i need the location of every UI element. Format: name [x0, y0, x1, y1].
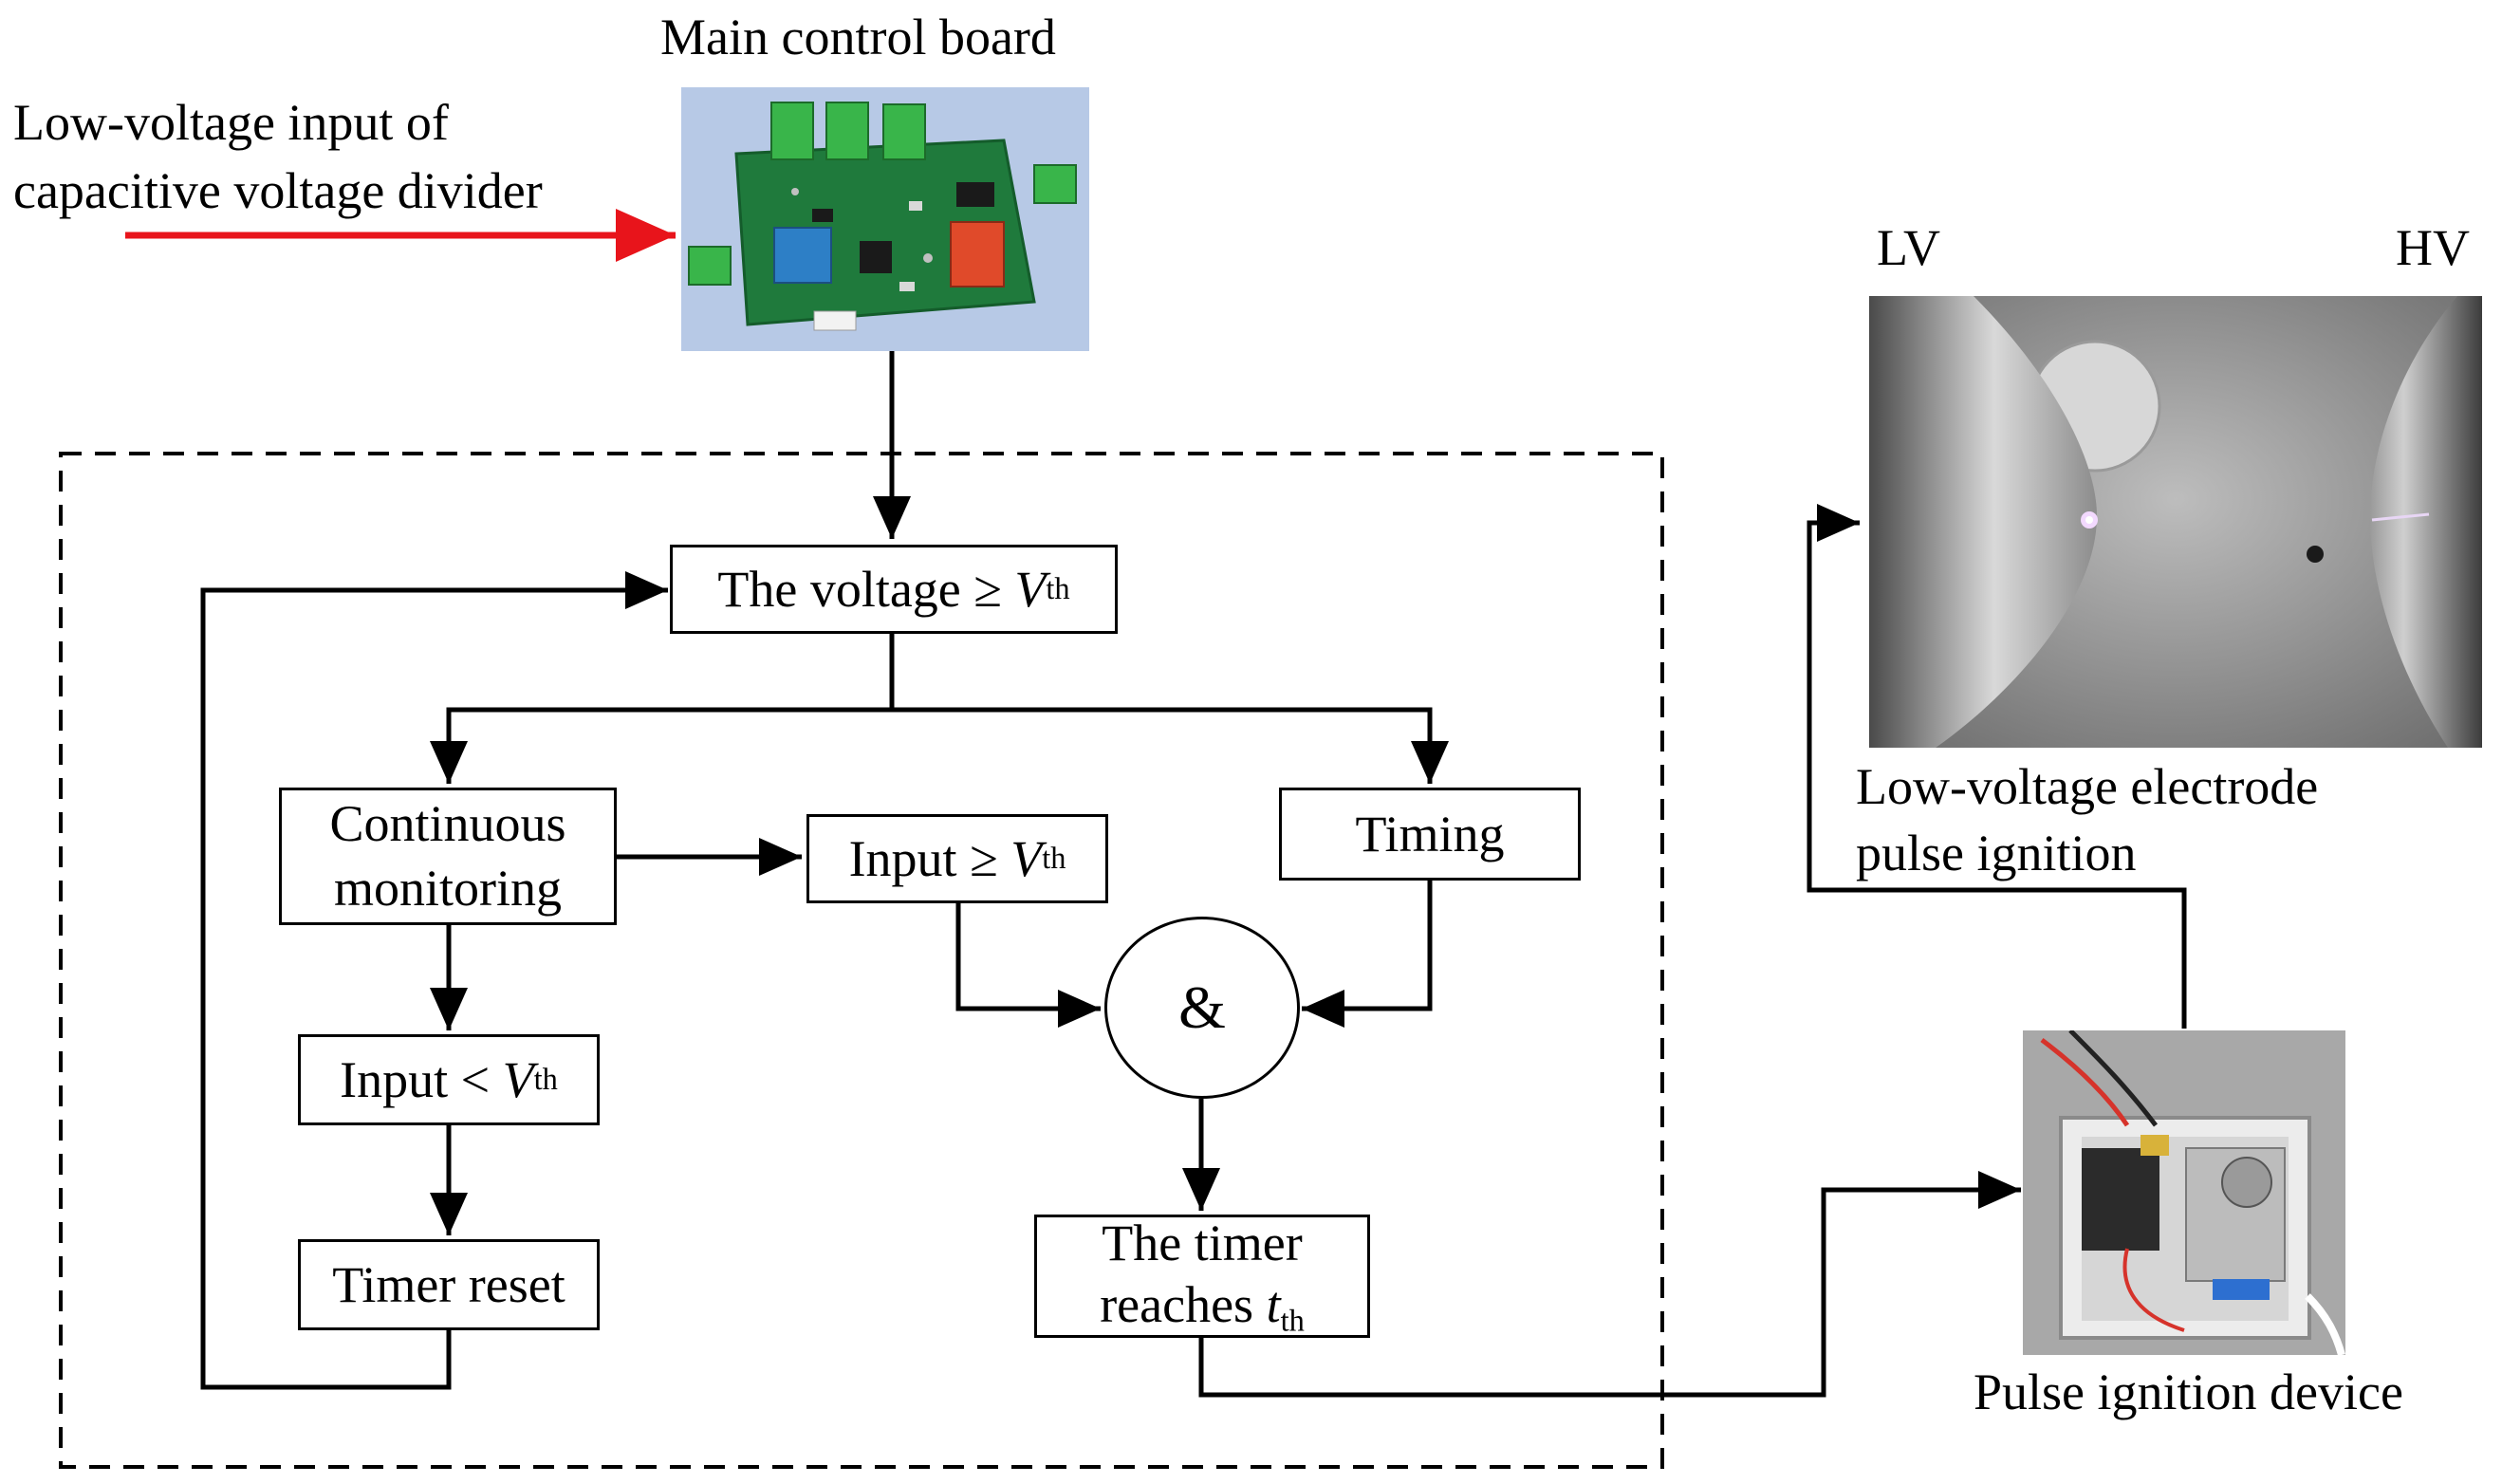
timer-reaches-threshold-box: The timer reaches tth: [1034, 1215, 1370, 1338]
timing-text: Timing: [1355, 805, 1505, 863]
input-lt-text: Input <: [340, 1050, 503, 1108]
timing-box: Timing: [1279, 788, 1581, 881]
input-lt-sub: th: [533, 1062, 558, 1097]
logic-boundary: [59, 452, 1664, 1469]
electrode-image: [1869, 296, 2482, 748]
timing-to-and: [1302, 881, 1433, 1028]
voltage-check-sub: th: [1046, 571, 1070, 606]
device-to-electrode: [1807, 504, 2187, 1029]
timer-reaches-line1: The timer: [1102, 1214, 1303, 1271]
timer-reset-box: Timer reset: [298, 1239, 600, 1330]
timer-reaches-var: t: [1266, 1275, 1281, 1333]
lv-label: LV: [1877, 219, 1941, 276]
and-gate-symbol: &: [1178, 974, 1226, 1041]
continuous-monitoring-box: Continuous monitoring: [279, 788, 617, 925]
timer-reaches-text: reaches: [1100, 1275, 1267, 1333]
input-ge-text: Input ≥: [848, 829, 1011, 887]
and-gate: &: [1104, 917, 1300, 1099]
timer-reaches-line2: reaches tth: [1100, 1274, 1305, 1341]
input-ge-var: V: [1010, 829, 1043, 887]
input-lt-var: V: [502, 1050, 534, 1108]
check-to-monitoring: [430, 634, 895, 784]
hv-label: HV: [2396, 219, 2470, 276]
pulse-ignition-device-image: [2023, 1030, 2345, 1355]
check-to-timing: [892, 707, 1449, 784]
voltage-check-text: The voltage ≥: [717, 560, 1015, 618]
voltage-check-var: V: [1014, 560, 1047, 618]
timer-reset-text: Timer reset: [332, 1255, 565, 1313]
pulse-device-caption: Pulse ignition device: [1974, 1363, 2403, 1420]
continuous-monitoring-line2: monitoring: [334, 859, 562, 917]
continuous-monitoring-line1: Continuous: [329, 795, 566, 852]
timer-to-device: [1198, 1171, 2021, 1398]
low-voltage-input-label-line2: capacitive voltage divider: [13, 162, 543, 219]
main-control-board-label: Main control board: [660, 9, 1056, 65]
low-voltage-input-label-line1: Low-voltage input of: [13, 94, 449, 151]
input-ge-sub: th: [1042, 841, 1066, 876]
electrode-caption-line2: pulse ignition: [1856, 825, 2137, 881]
electrode-caption-line1: Low-voltage electrode: [1856, 758, 2319, 815]
main-control-board-image: [681, 87, 1089, 351]
reset-loop: [200, 571, 668, 1390]
timer-reaches-sub: th: [1280, 1304, 1305, 1339]
input-ge-to-and: [955, 903, 1101, 1028]
